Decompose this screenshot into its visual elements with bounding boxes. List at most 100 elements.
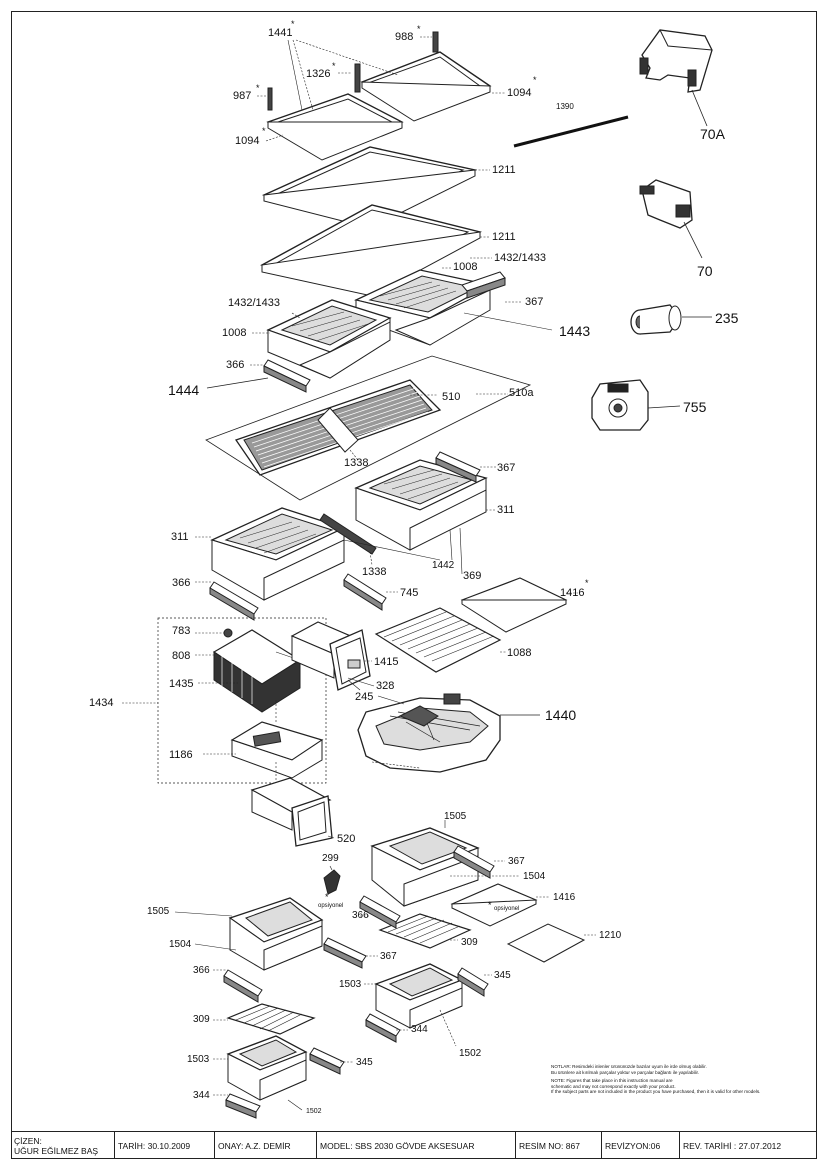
callout-1390: 1390	[556, 102, 574, 111]
title-cell-drawing-no: RESİM NO: 867	[516, 1132, 602, 1159]
callout-755: 755	[683, 399, 707, 415]
wire-tray-309b	[226, 1003, 316, 1035]
asterisk-mark: *	[332, 61, 336, 71]
ice-maker-1186	[203, 700, 324, 786]
drawing-notes: NOTLAR: Resimdeki inlenler ürününüzde ba…	[551, 1064, 791, 1095]
callout-367-lower-left: 367	[380, 951, 397, 962]
part-299	[323, 865, 341, 895]
callout-520: 520	[337, 833, 356, 845]
ice-tray-808	[195, 628, 302, 713]
callout-1503-right: 1503	[339, 979, 362, 990]
note-line: NOTE: Figures that take place in this in…	[551, 1078, 673, 1084]
leader-1444	[206, 377, 269, 389]
drawn-by-label: ÇİZEN:	[14, 1135, 42, 1146]
note-line: If the subject parts are not included in…	[551, 1089, 761, 1095]
asterisk-mark: *	[585, 578, 589, 588]
optional-note-1: opsiyonel	[318, 903, 344, 909]
callout-311-left: 311	[171, 531, 189, 543]
callout-367-lower-right: 367	[508, 856, 525, 867]
leader-lines-5	[213, 860, 550, 1096]
drawing-sheet-border	[11, 11, 817, 1159]
large-glass-shelf-2	[260, 204, 482, 297]
callout-235: 235	[715, 310, 739, 326]
group-box-1434	[157, 617, 327, 784]
leader-lines-3	[250, 301, 553, 366]
asterisk-mark: *	[256, 83, 260, 93]
group-box-510a	[205, 355, 532, 501]
glass-tray-1416b	[450, 883, 538, 927]
door-bin-left-1505	[174, 897, 324, 971]
callout-328: 328	[376, 680, 395, 692]
glass-plate-1210	[506, 923, 596, 963]
rails	[263, 271, 506, 393]
callout-1432-1433-right: 1432/1433	[494, 252, 546, 264]
callout-345-left: 345	[356, 1057, 373, 1068]
note-line: schematic and may not correspond exactly…	[551, 1083, 676, 1089]
callout-783: 783	[172, 625, 191, 637]
callout-987: 987	[233, 90, 252, 102]
callout-245: 245	[355, 691, 374, 703]
wire-shelf-1088	[374, 607, 506, 673]
title-cell-revision: REVİZYON:06	[602, 1132, 680, 1159]
callout-1415: 1415	[374, 656, 399, 668]
callout-299: 299	[322, 853, 339, 864]
callout-1210: 1210	[599, 930, 622, 941]
note-line: Bu ürünlere ait kırılmalı parçalar yoktu…	[551, 1069, 700, 1075]
callout-1008-left: 1008	[222, 327, 247, 339]
callout-1416-bottom: 1416	[553, 892, 576, 903]
callout-1441: 1441	[268, 27, 293, 39]
callout-1211-top: 1211	[492, 164, 516, 176]
note-line: NOTLAR: Resimdeki inlenler ürününüzde ba…	[551, 1064, 707, 1069]
freezer-box-right	[354, 459, 488, 551]
title-cell-approval: ONAY: A.Z. DEMİR	[215, 1132, 317, 1159]
rails-3	[223, 845, 495, 1119]
callout-1502-left: 1502	[306, 1108, 322, 1115]
small-glass-shelf-left	[266, 93, 404, 161]
callout-510: 510	[442, 391, 461, 403]
grid-shelf-510	[234, 379, 442, 476]
callout-367-top: 367	[525, 296, 544, 308]
leader-lines	[257, 36, 506, 142]
callout-1416-top: 1416	[560, 587, 585, 599]
callout-1504-right: 1504	[523, 871, 546, 882]
callout-1442: 1442	[432, 560, 455, 571]
callout-367-mid: 367	[497, 462, 516, 474]
lower-drawer-1503b	[226, 1035, 308, 1111]
callout-1326: 1326	[306, 68, 331, 80]
callout-1444: 1444	[168, 382, 200, 398]
drawn-by-name: UĞUR EĞİLMEZ BAŞ	[14, 1145, 99, 1156]
ice-bin-1415	[290, 621, 375, 691]
callout-1088: 1088	[507, 647, 532, 659]
asterisk-mark: *	[291, 19, 295, 29]
callout-1186: 1186	[169, 749, 193, 761]
callout-1505-right: 1505	[444, 811, 467, 822]
asterisk-mark: *	[325, 892, 329, 902]
part-235-knob	[630, 304, 712, 335]
callout-1505-left: 1505	[147, 906, 170, 917]
callout-1008-right: 1008	[453, 261, 478, 273]
callout-345-right: 345	[494, 970, 511, 981]
callout-1338-bottom: 1338	[362, 566, 387, 578]
freezer-box-left	[210, 507, 346, 601]
callout-1503-left: 1503	[187, 1054, 210, 1065]
callout-309-right: 309	[461, 937, 478, 948]
callout-70: 70	[697, 263, 713, 279]
part-70-cover	[639, 179, 703, 259]
callout-309-left: 309	[193, 1014, 210, 1025]
part-755-housing	[591, 379, 681, 431]
part-70a-cover	[639, 29, 713, 127]
callout-369: 369	[463, 570, 482, 582]
callout-344-right: 344	[411, 1024, 428, 1035]
shelf-clips	[267, 31, 439, 111]
callout-1434: 1434	[89, 697, 114, 709]
large-glass-shelf-1	[261, 146, 478, 229]
callout-510a: 510a	[509, 387, 534, 399]
wire-tray-309a	[378, 913, 472, 949]
callout-311-right: 311	[497, 504, 515, 516]
glass-tray-1416	[460, 577, 578, 633]
callout-1094-right: 1094	[507, 87, 532, 99]
callout-366-bottom: 366	[193, 965, 210, 976]
callout-1502-right: 1502	[459, 1048, 482, 1059]
callout-1443: 1443	[559, 323, 591, 339]
door-bin-right-1505	[370, 820, 520, 907]
